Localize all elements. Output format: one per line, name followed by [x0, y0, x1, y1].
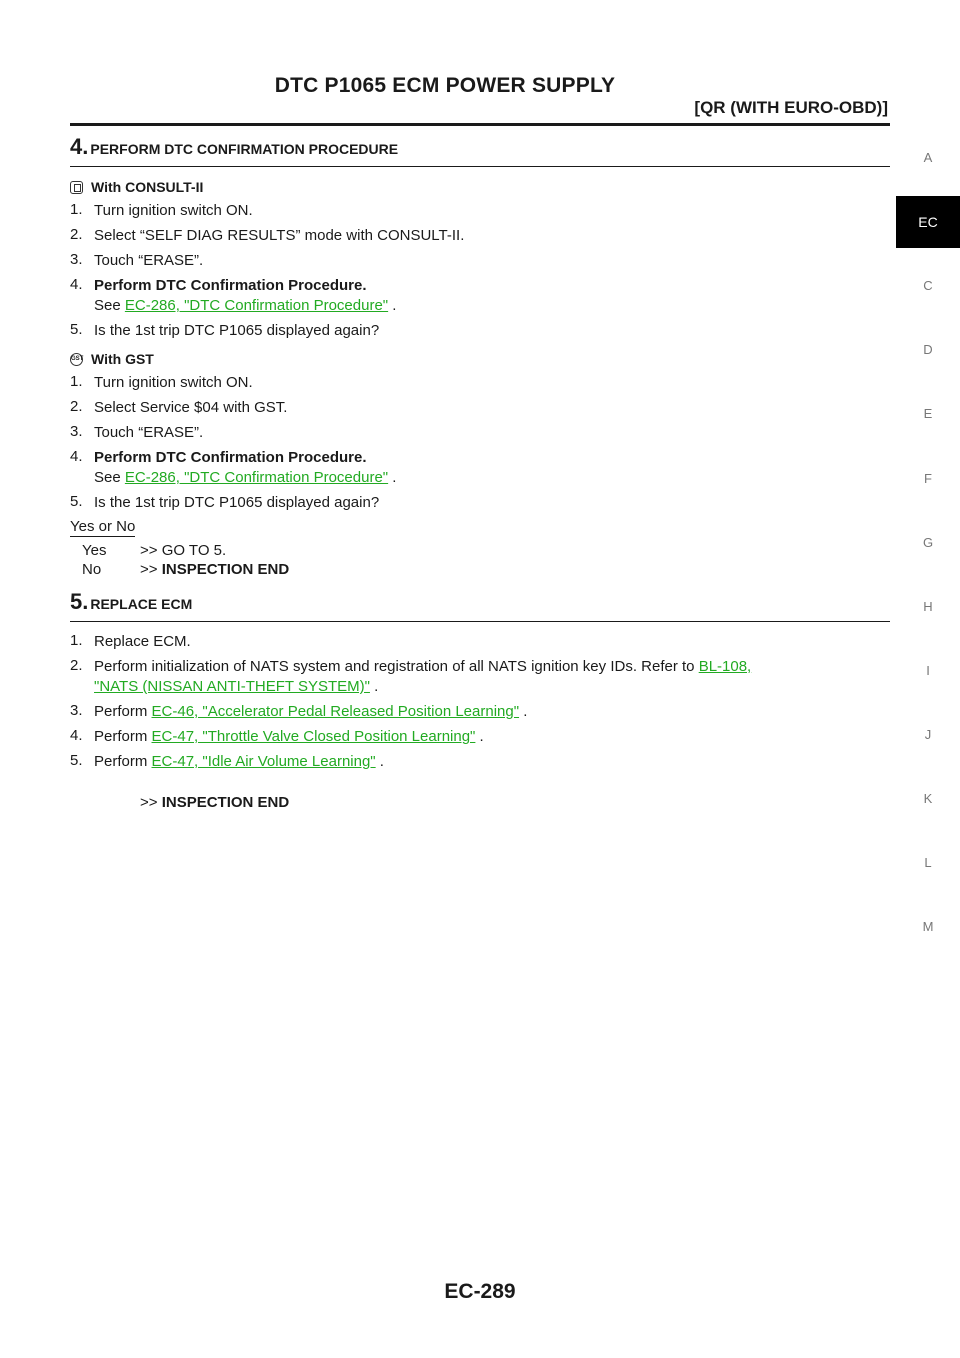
answers: Yes >> GO TO 5. No >> INSPECTION END	[82, 541, 890, 579]
side-index-l[interactable]: L	[924, 855, 932, 870]
consult-steps: 1. Turn ignition switch ON. 2. Select “S…	[70, 201, 890, 341]
gst-icon: GST	[70, 352, 83, 366]
side-index-m[interactable]: M	[922, 919, 934, 934]
link-throttle-valve[interactable]: EC-47, "Throttle Valve Closed Position L…	[151, 728, 476, 745]
link-dtc-confirmation[interactable]: EC-286, "DTC Confirmation Procedure"	[124, 297, 389, 314]
page-subtitle: [QR (WITH EURO-OBD)]	[694, 98, 888, 117]
list-item: 2. Select Service $04 with GST.	[70, 398, 288, 416]
consult-mode-heading: With CONSULT-II	[70, 179, 890, 195]
consult-icon	[70, 180, 83, 194]
list-item: 2. Select “SELF DIAG RESULTS” mode with …	[70, 226, 465, 244]
gst-label: With GST	[91, 351, 154, 367]
side-index-j[interactable]: J	[924, 727, 932, 742]
link-bl-108[interactable]: BL-108,	[698, 658, 752, 675]
page-number: EC-289	[444, 1280, 516, 1303]
link-dtc-confirmation[interactable]: EC-286, "DTC Confirmation Procedure"	[124, 469, 389, 486]
answer-no: No >> INSPECTION END	[82, 561, 290, 578]
step-5: 5. REPLACE ECM 1. Replace ECM. 2. Perfor…	[70, 589, 890, 811]
list-item: 3. Perform EC-46, "Accelerator Pedal Rel…	[70, 702, 528, 720]
list-item: 4. Perform DTC Confirmation Procedure. S…	[70, 448, 397, 486]
gst-mode-heading: GST With GST	[70, 351, 890, 367]
side-index-c[interactable]: C	[923, 278, 933, 293]
step-4-heading: 4. PERFORM DTC CONFIRMATION PROCEDURE	[70, 134, 890, 167]
gst-steps: 1. Turn ignition switch ON. 2. Select Se…	[70, 373, 890, 513]
list-item: 4. Perform EC-47, "Throttle Valve Closed…	[70, 727, 484, 745]
link-accelerator-pedal[interactable]: EC-46, "Accelerator Pedal Released Posit…	[151, 703, 520, 720]
side-index-a[interactable]: A	[923, 150, 933, 165]
yes-no-question: Yes or No	[70, 518, 136, 537]
list-item: 1. Turn ignition switch ON.	[70, 201, 253, 219]
answer-yes: Yes >> GO TO 5.	[82, 542, 227, 559]
side-index-i[interactable]: I	[926, 663, 930, 678]
list-item: 1. Turn ignition switch ON.	[70, 373, 253, 391]
side-index-d[interactable]: D	[923, 342, 933, 357]
list-item: 3. Touch “ERASE”.	[70, 423, 204, 441]
replace-ecm-steps: 1. Replace ECM. 2. Perform initializatio…	[70, 632, 890, 772]
side-index-h[interactable]: H	[923, 599, 933, 614]
side-index-ec-active[interactable]: EC	[896, 196, 960, 248]
side-index-f[interactable]: F	[924, 471, 932, 486]
consult-label: With CONSULT-II	[91, 179, 204, 195]
list-item: 5. Is the 1st trip DTC P1065 displayed a…	[70, 321, 380, 339]
page-title: DTC P1065 ECM POWER SUPPLY	[274, 74, 616, 97]
step-number: 5.	[70, 589, 89, 614]
side-index-e[interactable]: E	[923, 406, 933, 421]
link-nats[interactable]: "NATS (NISSAN ANTI-THEFT SYSTEM)"	[94, 678, 370, 695]
side-index-k[interactable]: K	[923, 791, 933, 806]
header-rule	[70, 123, 890, 126]
main-content: 4. PERFORM DTC CONFIRMATION PROCEDURE Wi…	[70, 130, 890, 811]
list-item: 5. Perform EC-47, "Idle Air Volume Learn…	[70, 752, 384, 770]
list-item: 1. Replace ECM.	[70, 632, 191, 650]
side-index-g[interactable]: G	[922, 535, 934, 550]
link-idle-air-volume[interactable]: EC-47, "Idle Air Volume Learning"	[151, 753, 376, 770]
inspection-end: >> INSPECTION END	[140, 794, 290, 811]
step-title: PERFORM DTC CONFIRMATION PROCEDURE	[90, 141, 399, 157]
list-item: 4. Perform DTC Confirmation Procedure. S…	[70, 276, 397, 314]
step-title: REPLACE ECM	[90, 596, 193, 612]
step-4: 4. PERFORM DTC CONFIRMATION PROCEDURE Wi…	[70, 134, 890, 579]
step-5-heading: 5. REPLACE ECM	[70, 589, 890, 622]
list-item: 3. Touch “ERASE”.	[70, 251, 204, 269]
list-item: 5. Is the 1st trip DTC P1065 displayed a…	[70, 493, 380, 511]
list-item: 2. Perform initialization of NATS system…	[70, 657, 752, 695]
step-number: 4.	[70, 134, 89, 159]
